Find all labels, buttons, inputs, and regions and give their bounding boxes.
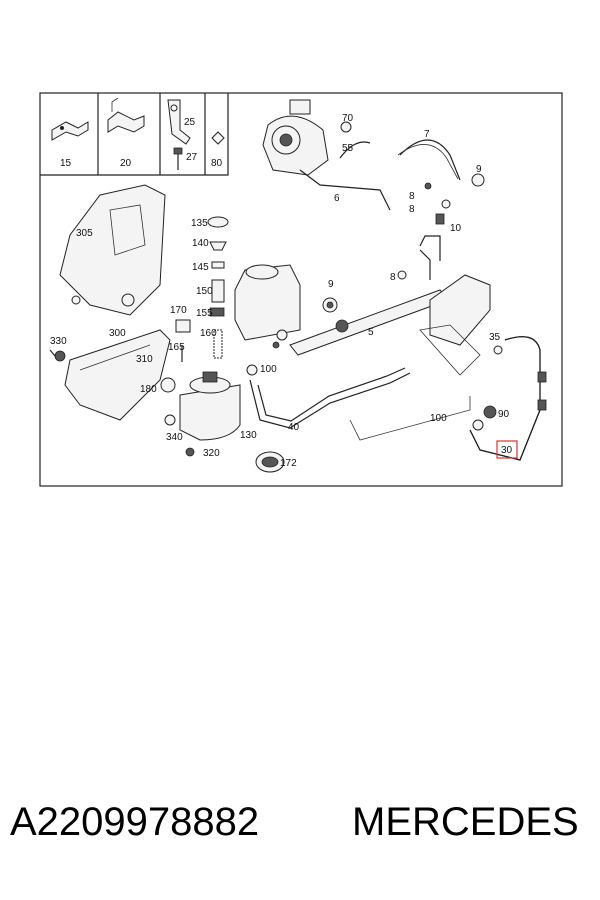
- part-number: A2209978882: [10, 800, 260, 844]
- pump-housing: [234, 264, 301, 376]
- callout-7: 7: [424, 129, 430, 140]
- callout-100-right: 100: [430, 413, 447, 424]
- callout-180: 180: [140, 384, 157, 395]
- callout-70: 70: [342, 113, 354, 124]
- filter-stack: [175, 216, 229, 362]
- callout-160: 160: [200, 328, 217, 339]
- inset-label-15: 15: [60, 158, 72, 169]
- callout-6: 6: [334, 193, 340, 204]
- highlight-box-30: [496, 440, 518, 459]
- callout-labels: 305 330 300 310 180 340 320 135 140 145 …: [50, 113, 513, 469]
- callout-35: 35: [489, 332, 501, 343]
- bolt-27-icon: [173, 147, 183, 155]
- inset-boxes: 15 20 25 27 80: [40, 93, 229, 176]
- callout-145: 145: [192, 262, 209, 273]
- inset-label-80: 80: [211, 158, 223, 169]
- callout-340: 340: [166, 432, 183, 443]
- clip-80-icon: [211, 131, 225, 145]
- callout-5: 5: [368, 327, 374, 338]
- pressure-line-30: [469, 336, 547, 461]
- steering-pump: [262, 99, 391, 211]
- inset-label-20: 20: [120, 158, 132, 169]
- callout-90: 90: [498, 409, 510, 420]
- hose-7: [397, 139, 485, 225]
- callout-172: 172: [280, 458, 297, 469]
- callout-40: 40: [288, 422, 300, 433]
- callout-30: 30: [501, 445, 513, 456]
- inset-label-27: 27: [186, 152, 198, 163]
- callout-155: 155: [196, 308, 213, 319]
- callout-9-mid: 9: [328, 279, 334, 290]
- callout-320: 320: [203, 448, 220, 459]
- callout-8-c: 8: [390, 272, 396, 283]
- callout-150: 150: [196, 286, 213, 297]
- callout-10: 10: [450, 223, 462, 234]
- callout-8-a: 8: [409, 191, 415, 202]
- callout-100-left: 100: [260, 364, 277, 375]
- callout-130: 130: [240, 430, 257, 441]
- brand-name: MERCEDES: [352, 800, 579, 844]
- callout-305: 305: [76, 228, 93, 239]
- caption: A2209978882 MERCEDES: [0, 800, 600, 860]
- callout-135: 135: [191, 218, 208, 229]
- callout-170: 170: [170, 305, 187, 316]
- callout-300: 300: [109, 328, 126, 339]
- return-hose-40: [249, 367, 471, 441]
- callout-330: 330: [50, 336, 67, 347]
- parts-diagram: 15 20 25 27 80: [39, 92, 563, 487]
- callout-165: 165: [168, 342, 185, 353]
- callout-9-top: 9: [476, 164, 482, 175]
- callout-8-b: 8: [409, 204, 415, 215]
- callout-55: 55: [342, 143, 354, 154]
- callout-310: 310: [136, 354, 153, 365]
- callout-140: 140: [192, 238, 209, 249]
- clip-20-icon: [107, 111, 145, 133]
- steering-rack: [289, 235, 491, 376]
- reservoir-130: [160, 371, 285, 473]
- bracket-assembly: [49, 184, 171, 421]
- inset-label-25: 25: [184, 117, 196, 128]
